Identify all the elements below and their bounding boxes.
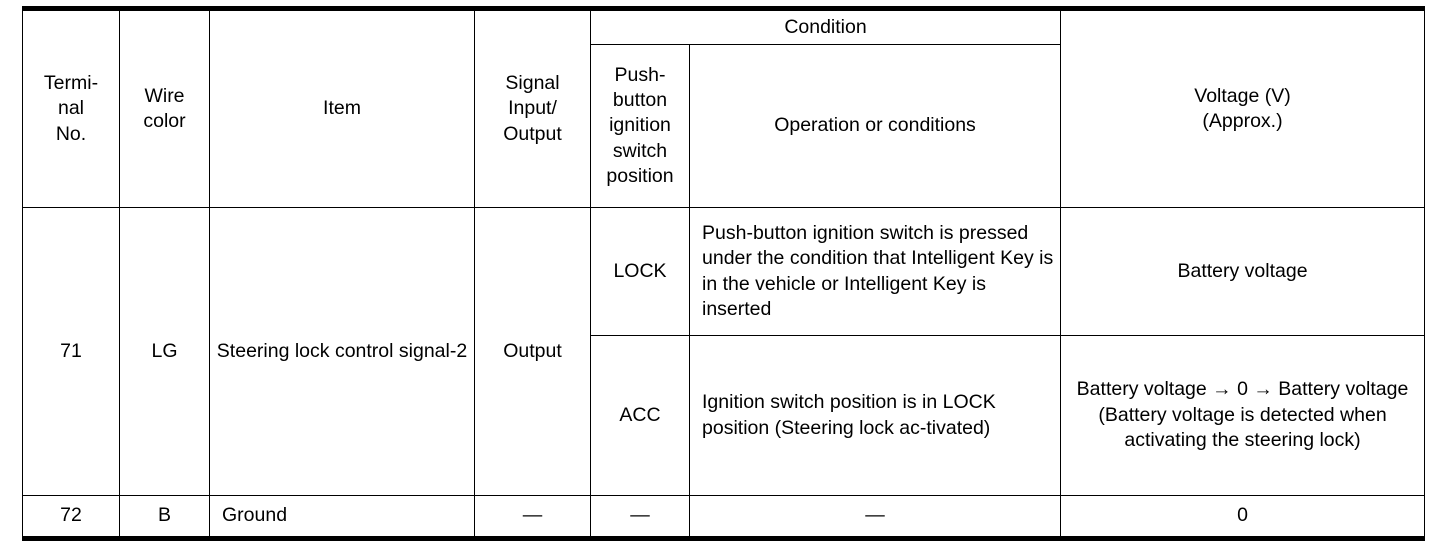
table-row: ACC Ignition switch position is in LOCK … xyxy=(23,335,1426,496)
header-row-group: Termi- nal No. Wire color Item Signal In… xyxy=(22,8,1426,208)
cell-terminal-no: 72 xyxy=(22,495,120,539)
header-terminal-no-line3: No. xyxy=(55,122,87,145)
header-wire-color-line2: color xyxy=(143,110,186,132)
table-row: 72 B Ground — — — 0 xyxy=(22,495,1426,539)
cell-voltage: Battery voltage xyxy=(1060,207,1426,336)
header-push-line2: button xyxy=(612,88,668,111)
cell-terminal-no: 71 xyxy=(22,207,120,496)
header-push-line5: position xyxy=(606,165,674,188)
cell-wire-color: B xyxy=(119,495,210,539)
header-voltage-line2: (Approx.) xyxy=(1202,110,1283,132)
cell-signal-io: — xyxy=(474,495,591,539)
header-signal-io-line1: Signal xyxy=(505,71,560,94)
cell-voltage: Battery voltage → 0 → Battery voltage (B… xyxy=(1060,335,1426,496)
table-row: 71 LG Steering lock control signal-2 Out… xyxy=(22,207,1426,496)
cell-operation: Ignition switch position is in LOCK posi… xyxy=(688,335,1062,496)
cell-switch-position: ACC xyxy=(590,335,690,496)
header-wire-color-line1: Wire xyxy=(144,84,185,107)
cell-operation: Push-button ignition switch is pressed u… xyxy=(688,207,1062,336)
header-terminal-no-line2: nal xyxy=(57,97,85,120)
cell-operation: — xyxy=(688,495,1062,539)
cell-signal-io: Output xyxy=(474,207,591,496)
header-terminal-no-line1: Termi- xyxy=(43,71,99,94)
header-push-line3: ignition xyxy=(609,114,671,137)
terminal-spec-table: Termi- nal No. Wire color Item Signal In… xyxy=(22,6,1426,541)
header-condition-group: Condition xyxy=(589,8,1062,45)
cell-switch-position: — xyxy=(590,495,690,539)
header-push-button-position: Push- button ignition switch position xyxy=(590,44,690,208)
header-signal-io: Signal Input/ Output xyxy=(474,8,591,208)
cell-voltage: 0 xyxy=(1060,495,1426,539)
header-push-line1: Push- xyxy=(614,63,666,86)
header-signal-io-line3: Output xyxy=(503,122,562,145)
cell-item: Steering lock control signal-2 xyxy=(209,207,475,496)
header-terminal-no: Termi- nal No. xyxy=(22,8,120,208)
header-signal-io-line2: Input/ xyxy=(508,97,557,120)
header-voltage: Voltage (V) (Approx.) xyxy=(1060,8,1426,208)
header-wire-color: Wire color xyxy=(119,8,210,208)
header-operation-or-conditions: Operation or conditions xyxy=(688,44,1062,208)
header-item: Item xyxy=(209,8,475,208)
cell-item: Ground xyxy=(209,495,475,539)
header-push-line4: switch xyxy=(612,139,668,162)
cell-wire-color: LG xyxy=(119,207,210,496)
cell-switch-position: LOCK xyxy=(590,207,690,336)
header-voltage-line1: Voltage (V) xyxy=(1194,84,1291,107)
